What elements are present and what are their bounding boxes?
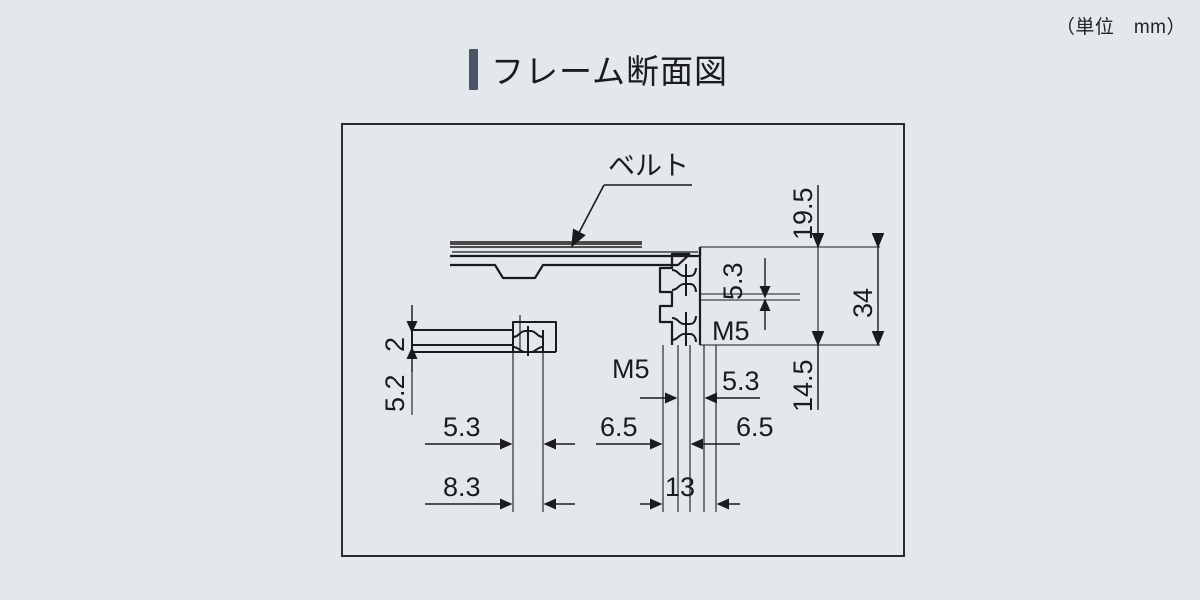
unit-note: （単位 mm） (1055, 17, 1186, 38)
dim-5-3-vertical: 5.3 (718, 258, 771, 330)
page-title-text: フレーム断面図 (491, 53, 729, 90)
dim-6-5-left-label: 6.5 (600, 412, 638, 442)
dim-6-5-right-label: 6.5 (736, 412, 774, 442)
left-fin-profile (411, 321, 557, 353)
left-fin-tslot (512, 326, 544, 356)
dim-8-3: 8.3 (425, 472, 575, 510)
drawing-frame-border (341, 123, 905, 557)
dim-5-3-centre: 5.3 (640, 366, 760, 404)
dim-34: 34 (848, 233, 885, 347)
dim-5-3-left: 5.3 (425, 412, 575, 450)
dim-6-5-left: 6.5 (596, 412, 740, 450)
frame-body-profile (658, 247, 702, 345)
extension-lines (411, 185, 880, 512)
frame-profile-outline (450, 247, 702, 280)
title-accent-bar (469, 48, 478, 90)
dim-14-5-label: 14.5 (788, 359, 818, 412)
thread-label-left: M5 (612, 354, 650, 384)
dim-5-3-centre-label: 5.3 (722, 366, 760, 396)
dim-5-3-left-label: 5.3 (443, 412, 481, 442)
dim-8-3-label: 8.3 (443, 472, 481, 502)
dim-19-5-label: 19.5 (788, 187, 818, 240)
dim-2-label: 5.2 (380, 374, 410, 412)
dim-5-2-label: 2 (380, 337, 410, 352)
belt-label: ベルト (608, 151, 689, 181)
dim-5-3-v-label: 5.3 (718, 262, 748, 300)
dim-19-5: 19.5 (788, 185, 825, 249)
belt-line (450, 241, 642, 248)
dim-2-and-5-2: 2 5.2 (380, 305, 418, 412)
dim-13-label: 13 (665, 472, 695, 502)
thread-label-right: M5 (712, 316, 750, 346)
frame-tslot-upper (671, 264, 697, 296)
dim-14-5: 14.5 (788, 331, 825, 412)
dim-13: 13 (640, 472, 740, 510)
belt-leader-line (571, 184, 692, 248)
dim-34-label: 34 (848, 288, 878, 318)
page-title: フレーム断面図 (469, 45, 728, 93)
frame-tslot-lower (671, 312, 697, 346)
